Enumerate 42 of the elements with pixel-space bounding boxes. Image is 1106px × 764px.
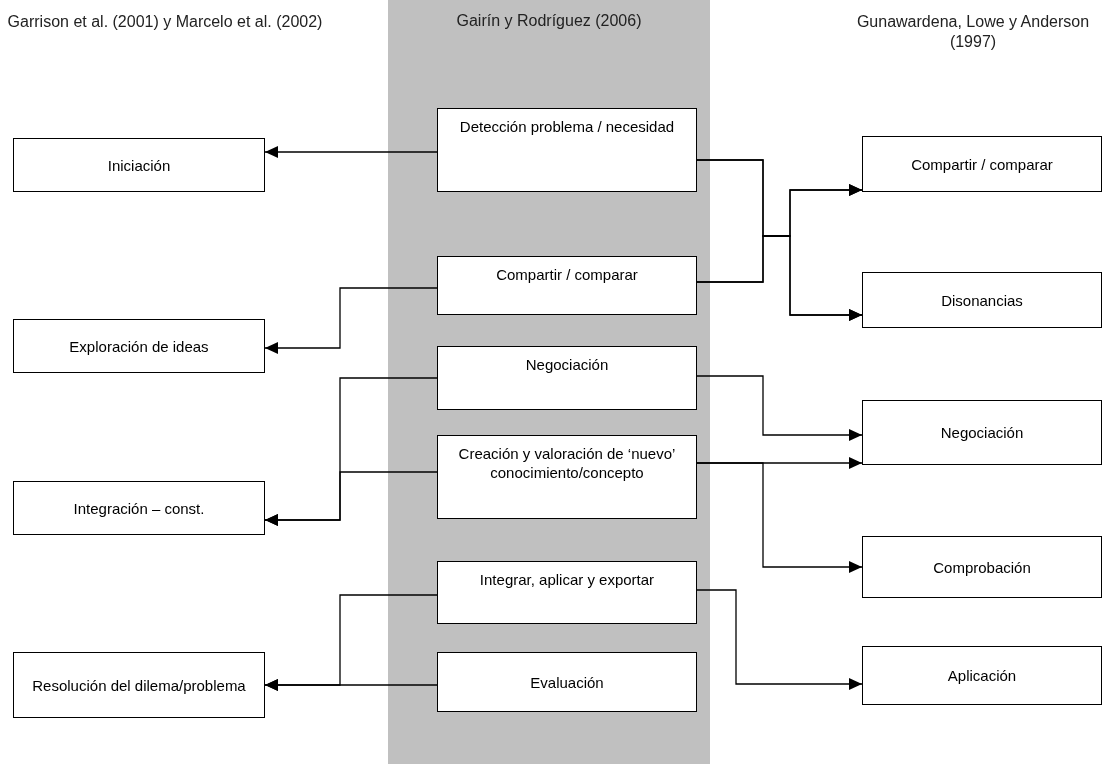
process-box	[437, 346, 697, 410]
connector-arrow	[696, 235, 863, 321]
connector-arrow	[696, 375, 863, 441]
box-text: Disonancias	[941, 290, 1023, 310]
process-box	[13, 481, 265, 535]
box-text: Integración – const.	[73, 498, 205, 518]
group-heading: Gairín y Rodríguez (2006)	[455, 12, 643, 30]
process-box	[13, 319, 265, 373]
process-box	[13, 652, 265, 718]
process-box	[437, 435, 697, 519]
connector-arrow	[264, 471, 438, 526]
connector-arrow	[264, 679, 438, 691]
process-box	[862, 136, 1102, 192]
connector-arrow	[264, 287, 438, 354]
process-box	[862, 536, 1102, 598]
column-heading: Gunawardena, Lowe y Anderson (1997)	[855, 12, 1091, 52]
process-box	[437, 561, 697, 624]
box-text: Exploración de ideas	[69, 336, 209, 356]
process-box	[437, 256, 697, 315]
process-box	[437, 108, 697, 192]
process-box	[862, 646, 1102, 705]
process-box	[13, 138, 265, 192]
process-box	[862, 272, 1102, 328]
box-text: Iniciación	[107, 155, 171, 175]
box-text: Negociación	[525, 355, 609, 374]
box-text: Resolución del dilema/problema	[32, 675, 246, 695]
box-text: Comprobación	[933, 557, 1031, 577]
box-text: Aplicación	[947, 666, 1017, 685]
process-box	[862, 400, 1102, 465]
box-text: Compartir / comparar	[911, 154, 1053, 174]
box-text: Evaluación	[530, 672, 604, 692]
box-text: Detección problema / necesidad	[459, 117, 675, 136]
box-text: Negociación	[940, 423, 1024, 442]
box-text: Compartir / comparar	[496, 265, 638, 284]
box-text: Creación y valoración de ‘nuevo’ conocimiento/concepto	[457, 444, 677, 482]
column-heading: Garrison et al. (2001) y Marcelo et al. (2002)	[6, 12, 324, 32]
process-box	[437, 652, 697, 712]
box-text: Integrar, aplicar y exportar	[479, 570, 655, 589]
connector-arrow	[696, 462, 863, 573]
connector-arrow	[264, 146, 438, 158]
group-band	[388, 0, 710, 764]
connector-arrow	[696, 589, 863, 690]
